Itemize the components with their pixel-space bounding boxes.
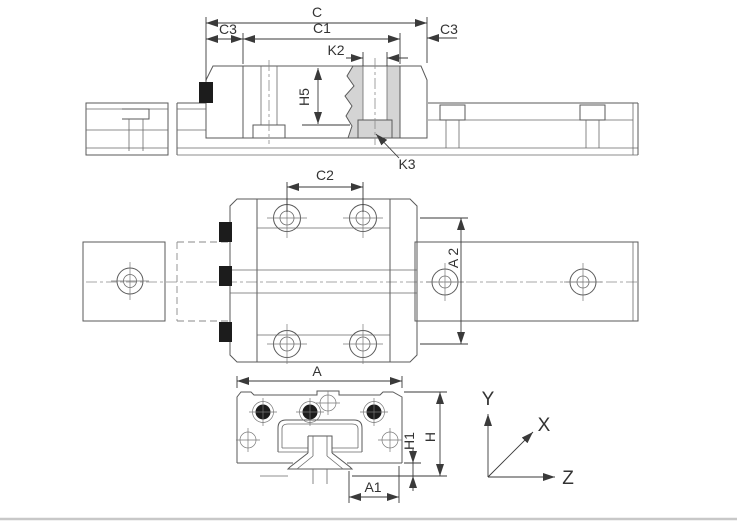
carriage-block-section bbox=[236, 390, 403, 484]
end-seal-black bbox=[199, 82, 213, 103]
carriage-block-side bbox=[199, 58, 428, 145]
side-view: C C1 C3 C3 K2 H5 K3 bbox=[85, 4, 639, 172]
dim-label-c: C bbox=[312, 4, 322, 20]
rail-side-left-segment bbox=[85, 102, 169, 156]
rail-side-main bbox=[176, 102, 639, 156]
section-view-dimensions: A A1 H1 H bbox=[236, 363, 447, 503]
rail-section-profile bbox=[260, 435, 354, 484]
grease-port-black-2 bbox=[219, 266, 232, 286]
x-axis-arrow bbox=[487, 431, 534, 478]
dim-label-c1: C1 bbox=[313, 20, 331, 36]
plan-view-dimensions: C2 A 2 bbox=[286, 167, 468, 345]
dim-label-a: A bbox=[312, 363, 322, 379]
dim-label-k3: K3 bbox=[398, 156, 415, 172]
dim-label-c2: C2 bbox=[316, 167, 334, 183]
dim-label-c3-right: C3 bbox=[440, 21, 458, 37]
carriage-block-plan bbox=[219, 198, 418, 364]
dim-label-h1: H1 bbox=[401, 432, 417, 450]
z-axis-label: Z bbox=[562, 468, 574, 489]
rail-phantom-segment bbox=[176, 241, 229, 322]
dim-label-h5: H5 bbox=[296, 88, 312, 106]
axis-indicator: Y X Z bbox=[482, 389, 575, 489]
rail-plan-right bbox=[414, 241, 639, 322]
dim-label-a2: A 2 bbox=[445, 248, 461, 268]
dim-label-c3-left: C3 bbox=[219, 21, 237, 37]
dim-label-h: H bbox=[422, 432, 438, 442]
section-holes bbox=[236, 391, 402, 452]
grease-port-black-3 bbox=[219, 322, 232, 342]
dim-label-k2: K2 bbox=[327, 42, 344, 58]
mounting-holes-plan bbox=[267, 198, 383, 364]
side-view-dimensions: C C1 C3 C3 K2 H5 K3 bbox=[205, 4, 458, 172]
y-axis-label: Y bbox=[482, 389, 495, 410]
x-axis-label: X bbox=[538, 415, 551, 436]
break-line bbox=[344, 65, 355, 139]
rail-plan-left bbox=[82, 241, 166, 322]
plan-view: C2 A 2 bbox=[82, 167, 640, 364]
grease-port-black-1 bbox=[219, 222, 232, 242]
dim-label-a1: A1 bbox=[364, 479, 381, 495]
section-view: A A1 H1 H bbox=[236, 363, 447, 503]
